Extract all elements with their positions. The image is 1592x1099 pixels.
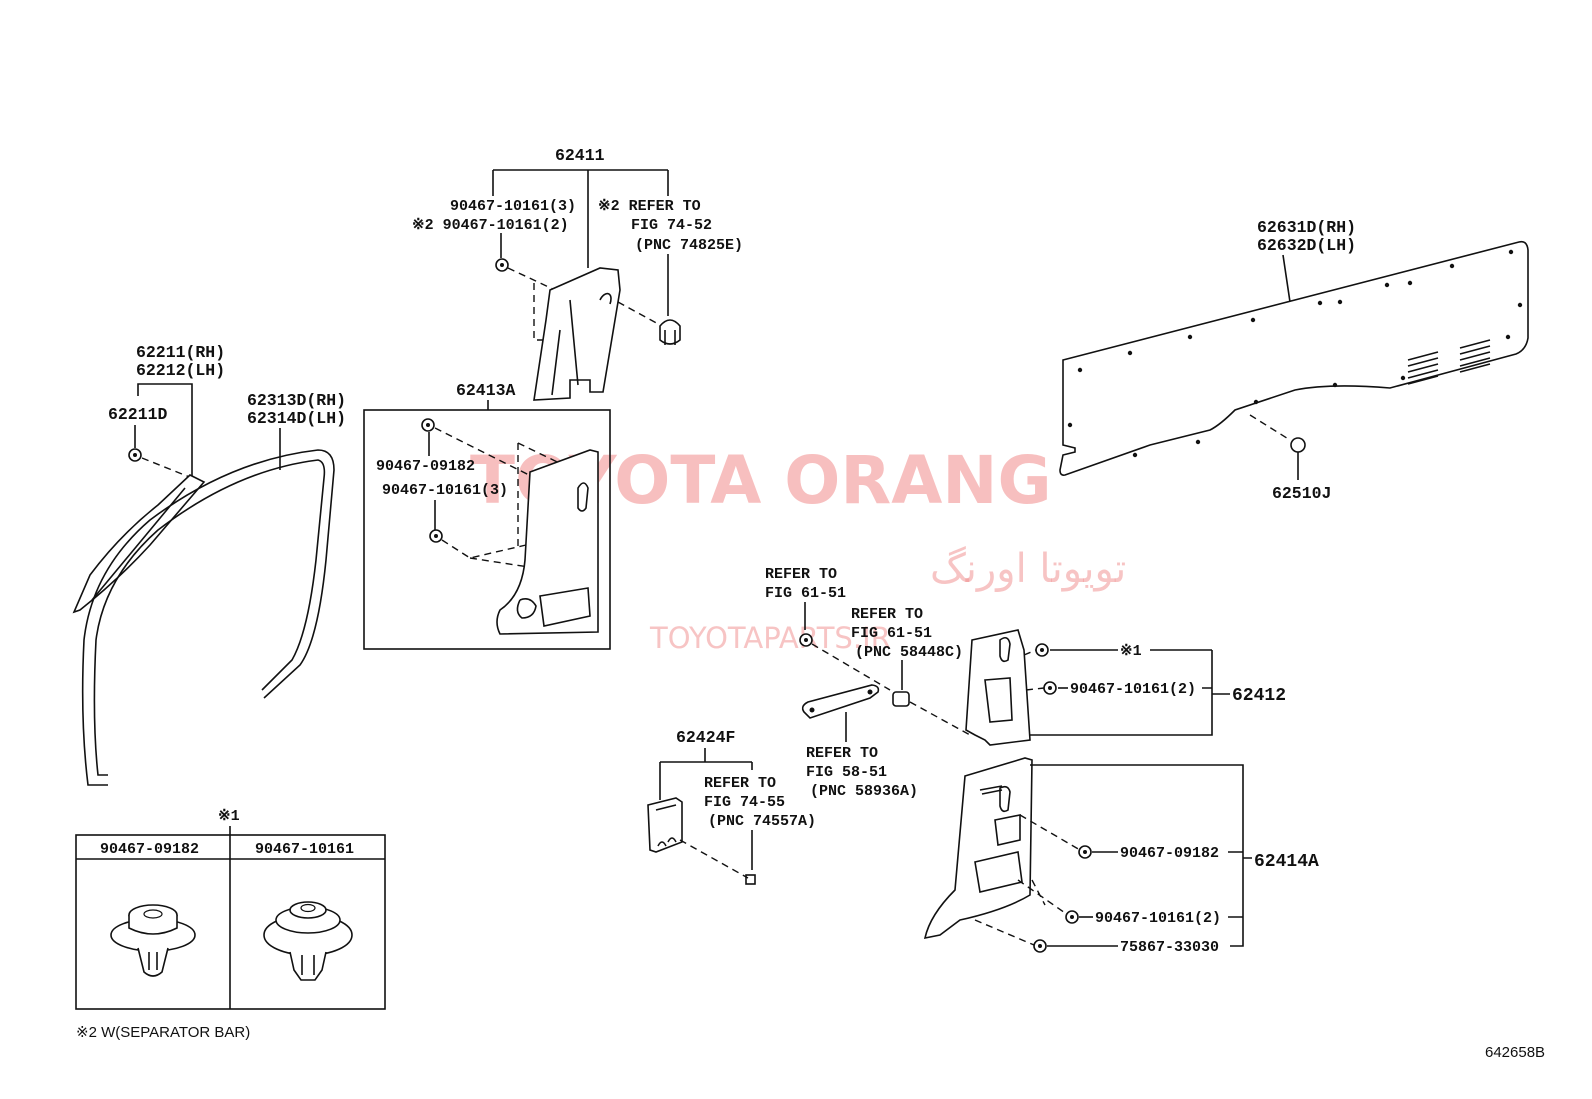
clip-icon (429, 529, 443, 543)
separator-clip-icon (659, 319, 681, 345)
clip-icon (1043, 681, 1057, 695)
diagram-id: 642658B (1485, 1044, 1545, 1061)
label-62412-mark: ※1 (1120, 643, 1142, 660)
vent-grille-icon (1407, 339, 1491, 385)
label-62212-lh[interactable]: 62212(LH) (136, 361, 225, 380)
fastener-62510j-icon (1290, 437, 1306, 480)
label-62414a-clip-75867[interactable]: 75867-33030 (1120, 939, 1219, 956)
label-ref5851-1: REFER TO (806, 745, 878, 762)
label-62412-clip[interactable]: 90467-10161(2) (1070, 681, 1196, 698)
label-62414a[interactable]: 62414A (1254, 852, 1319, 872)
label-62424f[interactable]: 62424F (676, 728, 735, 747)
legend-marker: ※1 (218, 808, 240, 825)
bolt-icon (799, 633, 813, 647)
detail-box-62413a (363, 409, 611, 650)
seat-belt-anchor-part[interactable] (801, 684, 880, 719)
label-62412[interactable]: 62412 (1232, 686, 1286, 706)
group-62412: ※1 90467-10161(2) 62412 (965, 629, 1286, 746)
group-62414a: 90467-09182 90467-10161(2) 75867-33030 6… (923, 757, 1319, 956)
label-62411-refer2[interactable]: FIG 74-52 (631, 217, 712, 234)
label-62314d-lh[interactable]: 62314D(LH) (247, 409, 346, 428)
label-ref7455-3: (PNC 74557A) (708, 813, 816, 830)
label-62313d-rh[interactable]: 62313D(RH) (247, 391, 346, 410)
door-opening-weatherstrip-part[interactable] (81, 449, 335, 786)
label-62411-clip-qty2[interactable]: ※2 90467-10161(2) (412, 217, 569, 234)
label-62414a-clip-10161[interactable]: 90467-10161(2) (1095, 910, 1221, 927)
label-62632-lh[interactable]: 62632D(LH) (1257, 236, 1356, 255)
clip-icon (421, 418, 435, 432)
watermark-persian: تویوتا اورنگ (930, 546, 1126, 592)
label-ref6151a-1: REFER TO (765, 566, 837, 583)
rear-pillar-lower-garnish-part[interactable] (923, 757, 1033, 940)
group-62411: 62411 90467-10161(3) ※2 90467-10161(2) ※… (412, 146, 743, 401)
label-62411-clip-qty3[interactable]: 90467-10161(3) (450, 198, 576, 215)
clip-icon (1065, 910, 1079, 924)
label-62413a[interactable]: 62413A (456, 381, 516, 400)
clip-square-icon (745, 874, 756, 885)
label-ref6151b-1: REFER TO (851, 606, 923, 623)
label-62211d[interactable]: 62211D (108, 405, 168, 424)
clip-icon (1078, 845, 1092, 859)
group-62424f: 62424F REFER TO FIG 74-55 (PNC 74557A) (647, 728, 816, 885)
legend-col-10161[interactable]: 90467-10161 (255, 841, 354, 858)
label-ref6151b-2[interactable]: FIG 61-51 (851, 625, 932, 642)
clip-90467-10161-icon (263, 901, 353, 981)
label-ref6151a-2[interactable]: FIG 61-51 (765, 585, 846, 602)
nut-icon (892, 691, 910, 707)
center-pillar-garnish-part[interactable] (496, 449, 599, 635)
clip-icon (495, 258, 509, 272)
label-62411-refer1: ※2 REFER TO (598, 198, 701, 215)
group-62211: 62211(RH) 62212(LH) 62211D 62313D(RH) 62… (72, 343, 346, 786)
clip-icon (128, 448, 142, 462)
label-62411-refer3: (PNC 74825E) (635, 237, 743, 254)
label-ref7455-2[interactable]: FIG 74-55 (704, 794, 785, 811)
group-refer-61-51: REFER TO FIG 61-51 REFER TO FIG 61-51 (P… (765, 566, 971, 800)
watermark-site: TOYOTAPARTS.IR (649, 621, 891, 655)
label-62631-rh[interactable]: 62631D(RH) (1257, 218, 1356, 237)
label-ref5851-2[interactable]: FIG 58-51 (806, 764, 887, 781)
clip-icon (1035, 643, 1049, 657)
clip-icon (1033, 939, 1047, 953)
legend-table: ※1 90467-09182 90467-10161 (75, 808, 386, 1010)
label-62414a-clip-09182[interactable]: 90467-09182 (1120, 845, 1219, 862)
group-62631: 62631D(RH) 62632D(LH) 62510J (1059, 218, 1529, 503)
label-62413a-clip-09182[interactable]: 90467-09182 (376, 458, 475, 475)
clip-90467-09182-icon (110, 904, 196, 977)
rear-pillar-upper-garnish-part[interactable] (965, 629, 1031, 746)
label-62413a-clip-10161[interactable]: 90467-10161(3) (382, 482, 508, 499)
label-62510j[interactable]: 62510J (1272, 484, 1331, 503)
label-ref5851-3: (PNC 58936A) (810, 783, 918, 800)
footnote: ※2 W(SEPARATOR BAR) (76, 1024, 250, 1041)
label-ref6151b-3: (PNC 58448C) (855, 644, 963, 661)
label-ref7455-1: REFER TO (704, 775, 776, 792)
quarter-trim-panel-part[interactable] (1059, 240, 1529, 476)
label-62411[interactable]: 62411 (555, 146, 605, 165)
label-62211-rh[interactable]: 62211(RH) (136, 343, 225, 362)
legend-col-09182[interactable]: 90467-09182 (100, 841, 199, 858)
group-62413a: 62413A 90467-09182 90467-10161(3) (363, 381, 611, 650)
